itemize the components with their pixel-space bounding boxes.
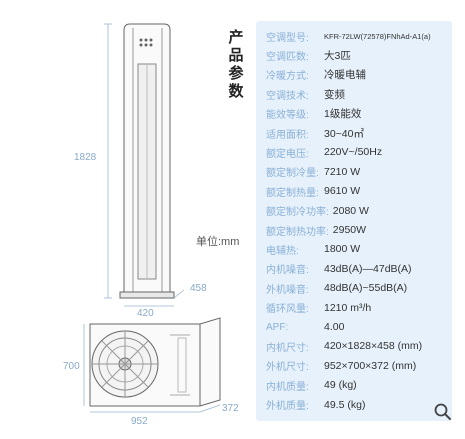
spec-row: 空调匹数: 大3匹 (266, 46, 351, 64)
dimension-indoor-width: 420 (137, 308, 154, 319)
spec-value: 420×1828×458 (mm) (324, 340, 423, 353)
spec-panel: 空调型号: KFR-72LW(72578)FNhAd-A1(a) 空调匹数: 大3匹冷… (256, 21, 452, 421)
spec-row: 循环风量: 1210 m³/h (266, 299, 371, 317)
spec-row: 空调技术: 变频 (266, 85, 345, 103)
dimension-indoor-height: 1828 (74, 152, 97, 163)
spec-value: 大3匹 (324, 49, 351, 62)
spec-label: 外机质量: (266, 401, 309, 413)
unit-label: 单位:mm (196, 236, 240, 248)
spec-row: 内机噪音: 43dB(A)—47dB(A) (266, 260, 412, 278)
spec-label: 空调匹数: (266, 51, 309, 63)
spec-value: 2080 W (332, 204, 369, 217)
spec-row: 能效等级: 1级能效 (266, 105, 361, 123)
spec-row: 冷暖方式: 冷暖电辅 (266, 66, 366, 84)
dimension-outdoor-depth: 372 (222, 403, 239, 414)
spec-label: 空调型号: (266, 32, 309, 44)
spec-value: 30~40㎡ (324, 127, 364, 140)
dimension-outdoor-height: 700 (63, 361, 80, 372)
spec-label: 额定制热量: (266, 187, 319, 199)
spec-value: 1800 W (324, 243, 361, 256)
spec-value: 4.00 (324, 321, 345, 333)
spec-label: 内机质量: (266, 381, 309, 393)
spec-row: 内机质量: 49 (kg) (266, 376, 357, 394)
spec-label: 额定制热功率: (266, 226, 329, 238)
spec-value: 7210 W (324, 165, 361, 178)
spec-row: 额定电压: 220V~/50Hz (266, 143, 382, 161)
spec-row: 电辅热: 1800 W (266, 240, 360, 258)
indoor-unit-drawing (119, 23, 175, 299)
spec-label: APF: (266, 321, 289, 333)
spec-label: 适用面积: (266, 129, 309, 141)
spec-row: 内机尺寸: 420×1828×458 (mm) (266, 337, 422, 355)
spec-value: KFR-72LW(72578)FNhAd-A1(a) (324, 31, 431, 41)
spec-row: 额定制热功率:2950W (266, 221, 366, 239)
dimension-outdoor-width: 952 (131, 416, 148, 427)
spec-row: 适用面积: 30~40㎡ (266, 124, 364, 142)
spec-value: 49.5 (kg) (324, 398, 366, 411)
spec-row: 外机质量: 49.5 (kg) (266, 396, 365, 414)
spec-label: 外机尺寸: (266, 362, 309, 374)
spec-label: 额定电压: (266, 148, 309, 160)
spec-row: APF: 4.00 (266, 318, 344, 336)
spec-row: 外机噪音: 48dB(A)~55dB(A) (266, 279, 407, 297)
spec-label: 电辅热: (266, 245, 299, 257)
spec-value: 220V~/50Hz (324, 146, 383, 159)
spec-row: 额定制冷功率:2080 W (266, 202, 369, 220)
spec-label: 循环风量: (266, 304, 309, 316)
spec-label: 空调技术: (266, 90, 309, 102)
search-icon[interactable] (433, 402, 453, 422)
spec-label: 能效等级: (266, 110, 309, 122)
spec-label: 外机噪音: (266, 284, 309, 296)
spec-label: 内机噪音: (266, 265, 309, 277)
section-heading: 产品参数 (228, 28, 244, 100)
outdoor-unit-drawing (89, 317, 221, 407)
spec-value: 1210 m³/h (324, 301, 372, 314)
spec-row: 空调型号: KFR-72LW(72578)FNhAd-A1(a) (266, 27, 431, 45)
spec-value: 冷暖电辅 (324, 69, 366, 82)
spec-value: 49 (kg) (324, 379, 357, 392)
dimension-indoor-depth: 458 (190, 283, 207, 294)
spec-label: 冷暖方式: (266, 71, 309, 83)
spec-label: 额定制冷功率: (266, 207, 329, 219)
spec-value: 变频 (324, 88, 345, 101)
spec-value: 2950W (332, 224, 367, 236)
spec-label: 内机尺寸: (266, 342, 309, 354)
spec-value: 9610 W (324, 185, 361, 198)
spec-value: 43dB(A)—47dB(A) (324, 262, 412, 275)
spec-value: 1级能效 (324, 108, 362, 121)
spec-row: 外机尺寸: 952×700×372 (mm) (266, 357, 416, 375)
spec-row: 额定制冷量: 7210 W (266, 163, 360, 181)
spec-label: 额定制冷量: (266, 168, 319, 180)
spec-value: 952×700×372 (mm) (324, 359, 417, 372)
spec-value: 48dB(A)~55dB(A) (324, 282, 408, 295)
spec-row: 额定制热量: 9610 W (266, 182, 360, 200)
